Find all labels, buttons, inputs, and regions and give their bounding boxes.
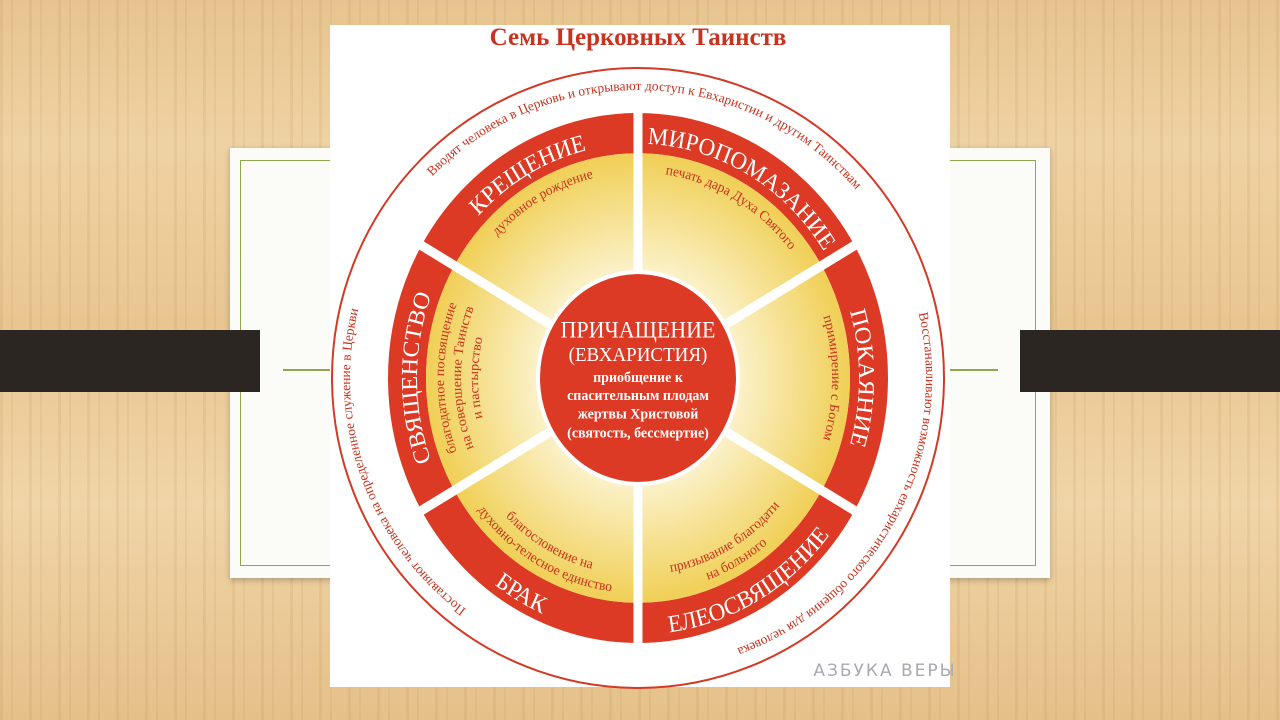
center-circle[interactable] [536,269,740,487]
center-line-3: жертвы Христовой [578,406,699,422]
center-line-4: (святость, бессмертие) [567,425,709,441]
outer-circle [331,67,945,689]
center-subtitle: (ЕВХАРИСТИЯ) [569,345,708,367]
watermark-logo: АЗБУКА ВЕРЫ [813,661,956,681]
diagram-title: Семь Церковных Таинств [490,24,787,51]
center-line-1: приобщение к [593,370,683,386]
center-line-2: спасительным плодам [567,388,709,404]
center-title: ПРИЧАЩЕНИЕ [561,317,716,343]
right-dark-bar [1020,330,1280,392]
left-dark-bar [0,330,260,392]
